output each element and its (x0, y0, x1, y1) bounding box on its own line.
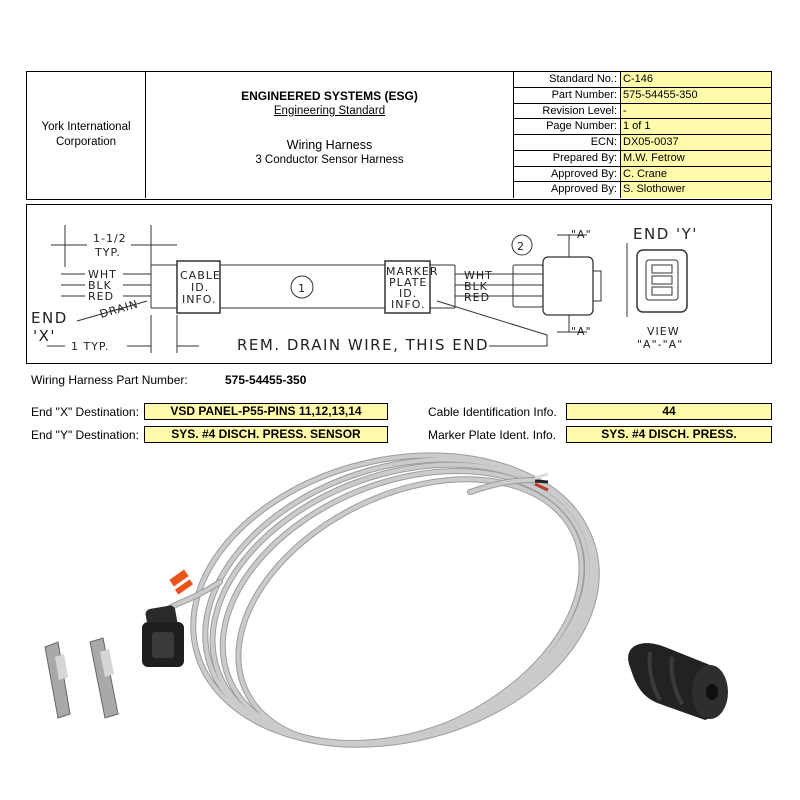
coiled-cable (162, 452, 600, 748)
meta-label: Approved By: (550, 183, 617, 196)
marker-text-3: ID. (399, 287, 417, 300)
meta-value: - (620, 103, 771, 120)
view-label-1: VIEW (647, 325, 680, 338)
marker-text-2: PLATE (389, 276, 427, 289)
meta-label: Part Number: (514, 88, 620, 104)
meta-label: Approved By: (514, 167, 620, 183)
title-block: York International Corporation ENGINEERE… (26, 71, 772, 200)
connector-latch (592, 270, 602, 302)
meta-row-approved-by-1: Approved By: C. Crane (514, 166, 771, 183)
view-outline (636, 249, 688, 313)
meta-row-part-number: Part Number: 575-54455-350 (514, 87, 771, 104)
meta-row-standard-no: Standard No.: C-146 (514, 72, 771, 88)
meta-value: 575-54455-350 (620, 87, 771, 104)
end-x-label-1: END (31, 309, 68, 327)
connector-body (512, 264, 544, 308)
wire-seal (628, 643, 728, 720)
end-x-label-2: 'X' (33, 327, 56, 345)
section-label-bottom: "A" (571, 325, 592, 338)
callout-1-text: 1 (298, 282, 306, 295)
view-cavity (651, 275, 673, 285)
cable-id-value: 44 (566, 403, 772, 420)
crimp-terminals (44, 637, 119, 719)
cable-marker-tag (169, 569, 194, 595)
cable-id-label: Cable Identification Info. (428, 405, 557, 419)
connector-housing (542, 256, 594, 316)
marker-plate-value: SYS. #4 DISCH. PRESS. (566, 426, 772, 443)
company-cell: York International Corporation (27, 72, 146, 198)
meta-row-revision-level: Revision Level: - (514, 103, 771, 120)
stripped-wires (534, 472, 549, 492)
callout-2-text: 2 (517, 240, 525, 253)
meta-value: S. Slothower (620, 182, 771, 198)
meta-row-page-number: Page Number: 1 of 1 (514, 119, 771, 135)
harness-photo (44, 452, 728, 748)
end-y-destination-label: End "Y" Destination: (31, 428, 139, 442)
cable-id-text-2: ID. (191, 281, 209, 294)
meta-value: DX05-0037 (620, 135, 771, 151)
part-number-label: Wiring Harness Part Number: (31, 373, 188, 387)
drain-note: REM. DRAIN WIRE, THIS END (237, 336, 489, 354)
meta-label: Page Number: (514, 119, 620, 135)
marker-plate-label: Marker Plate Ident. Info. (428, 428, 557, 442)
esg-cell: ENGINEERED SYSTEMS (ESG) Engineering Sta… (146, 72, 514, 198)
view-label-2: "A"-"A" (637, 338, 683, 351)
dim-text-2: TYP. (94, 246, 121, 259)
cable-id-box (176, 260, 221, 314)
marker-text-4: INFO. (391, 298, 426, 311)
dim-text-1: 1-1/2 (93, 232, 127, 245)
cable-id-text-1: CABLE (180, 269, 221, 282)
callout-circle (290, 275, 314, 299)
company-name-line2: Corporation (55, 136, 117, 148)
meta-value: M.W. Fetrow (620, 150, 771, 167)
esg-title: ENGINEERED SYSTEMS (ESG) (241, 89, 418, 103)
view-cavity (651, 286, 673, 296)
view-inner (645, 259, 679, 301)
section-label-top: "A" (571, 228, 592, 241)
meta-label: Standard No.: (514, 72, 620, 88)
end-x-destination-label: End "X" Destination: (31, 405, 139, 419)
marker-text-1: MARKER (386, 265, 438, 278)
meta-value: C. Crane (620, 166, 771, 183)
esg-subtitle: Engineering Standard (273, 105, 386, 117)
end-y-destination-value: SYS. #4 DISCH. PRESS. SENSOR (144, 426, 388, 443)
meta-value: C-146 (620, 72, 771, 88)
wire-label-red-y: RED (464, 291, 490, 304)
meta-table: Standard No.: C-146 Part Number: 575-544… (514, 72, 771, 198)
meta-row-ecn: ECN: DX05-0037 (514, 135, 771, 151)
meta-row-prepared-by: Prepared By: M.W. Fetrow (514, 150, 771, 167)
dim-bottom-text: 1 TYP. (71, 340, 109, 353)
wire-label-red-x: RED (88, 290, 114, 303)
doc-title-line2: 3 Conductor Sensor Harness (255, 154, 404, 166)
harness-drawing: 1-1/2 TYP. WHT BLK RED DRAIN END 'X' 1 T… (26, 204, 772, 364)
marker-plate-box (384, 260, 431, 314)
doc-title-line1: Wiring Harness (286, 138, 373, 152)
meta-label: Prepared By: (514, 151, 620, 167)
wire-label-wht-x: WHT (88, 268, 117, 281)
wire-label-wht-y: WHT (464, 269, 493, 282)
end-y-label: END 'Y' (633, 225, 698, 243)
wire-label-blk-y: BLK (464, 280, 488, 293)
wire-label-blk-x: BLK (88, 279, 112, 292)
callout-circle-2 (511, 234, 533, 256)
meta-row-approved-by-2: Approved By: S. Slothower (514, 182, 771, 198)
cable-id-text-3: INFO. (182, 293, 217, 306)
drain-wire (76, 300, 148, 322)
harness-drawing-svg: 1-1/2 TYP. WHT BLK RED DRAIN END 'X' 1 T… (31, 225, 698, 354)
meta-value: 1 of 1 (620, 119, 771, 135)
view-cavity (651, 264, 673, 274)
harness-connector (142, 605, 184, 667)
end-x-destination-value: VSD PANEL-P55-PINS 11,12,13,14 (144, 403, 388, 420)
meta-label: ECN: (514, 135, 620, 151)
part-number-value: 575-54455-350 (225, 373, 307, 387)
note-leader (436, 300, 548, 347)
company-name-line1: York International (41, 121, 131, 133)
meta-label: Revision Level: (514, 104, 620, 120)
